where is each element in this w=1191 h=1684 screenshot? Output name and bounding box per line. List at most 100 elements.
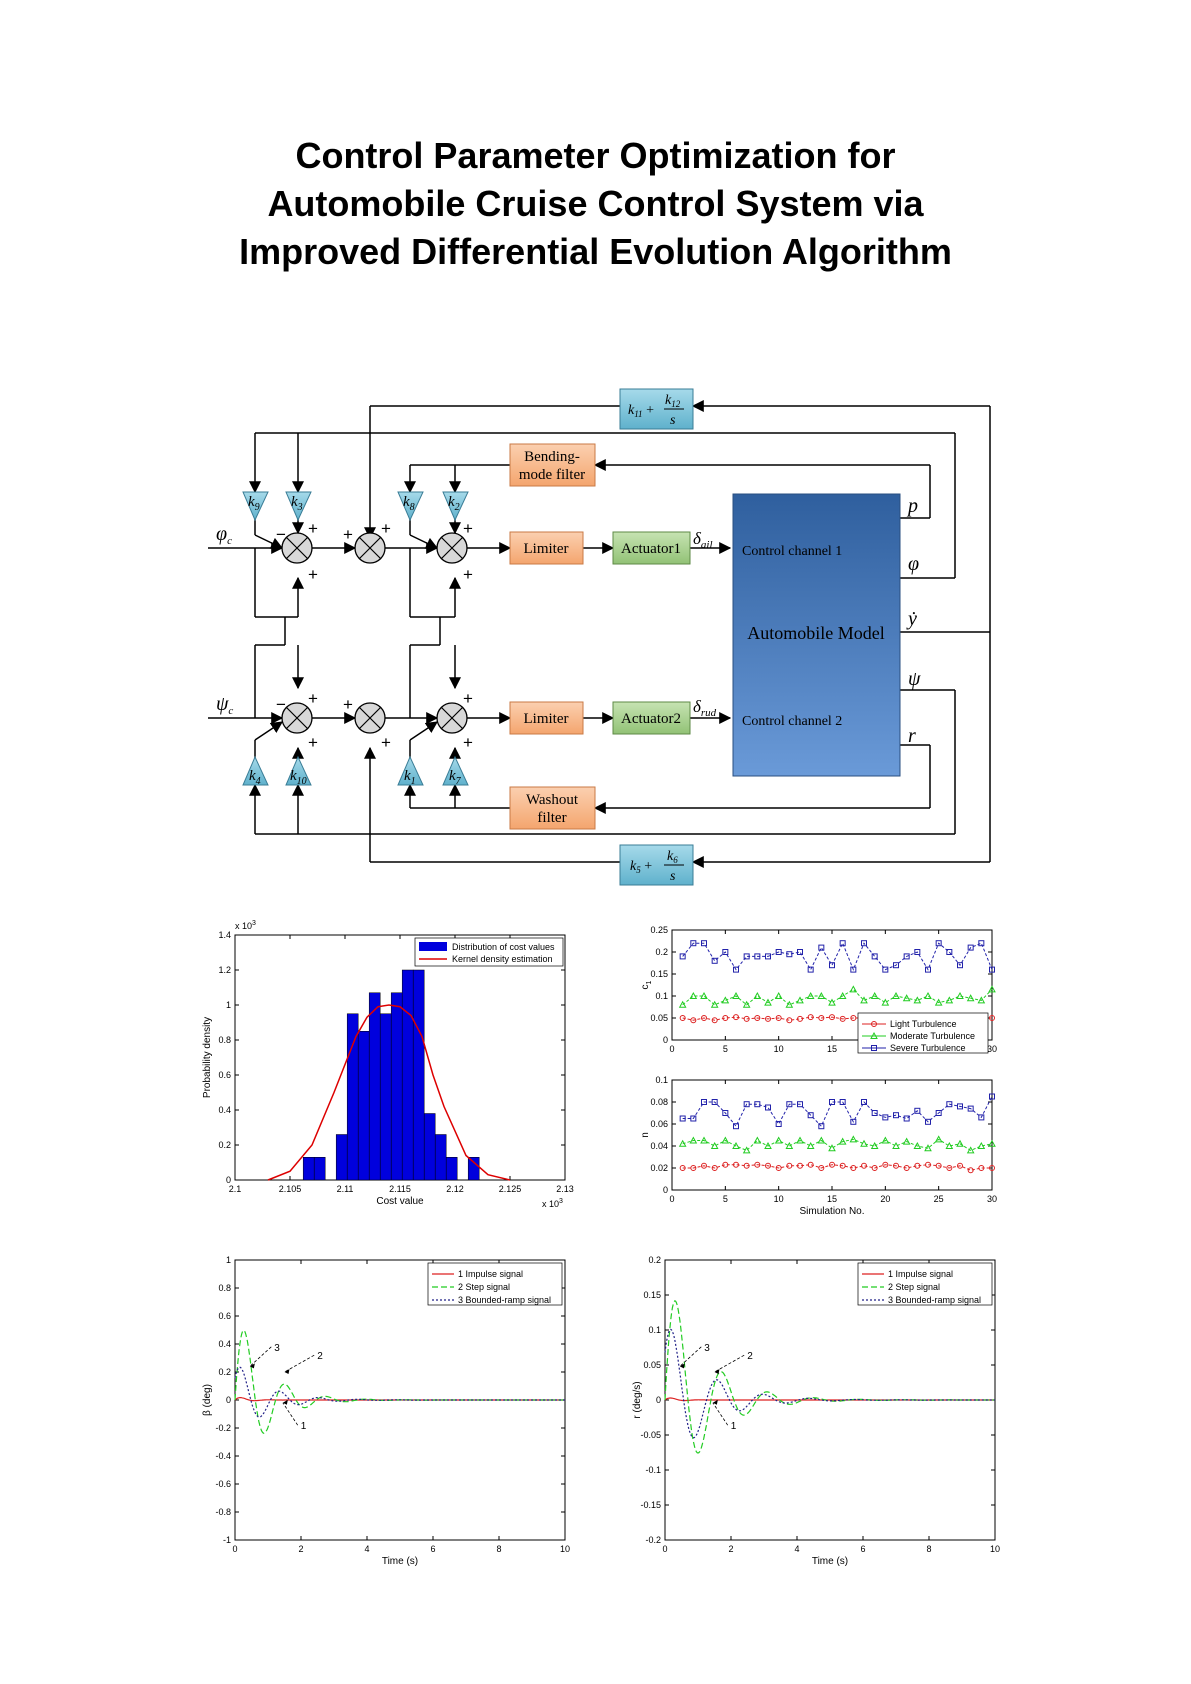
y-tick-label: 0.1 xyxy=(655,1075,668,1085)
annotation-arrowhead xyxy=(714,1369,720,1374)
data-point xyxy=(957,962,963,969)
data-point xyxy=(796,1136,804,1144)
data-point xyxy=(946,1165,953,1171)
histogram-bar xyxy=(401,969,414,1181)
data-point xyxy=(829,1161,835,1168)
y-axis-label: β (deg) xyxy=(202,1384,213,1416)
y-tick-label: 0.06 xyxy=(650,1119,668,1129)
histogram-bar xyxy=(434,1134,447,1181)
x-tick-label: 10 xyxy=(990,1544,1000,1554)
y-tick-label: 0.6 xyxy=(218,1070,231,1080)
data-point xyxy=(924,1144,932,1152)
x-axis-label: Cost value xyxy=(376,1196,424,1207)
x-tick-label: 4 xyxy=(364,1544,369,1554)
data-point xyxy=(721,1136,730,1144)
data-point xyxy=(732,1141,740,1149)
gain-label: k7 xyxy=(449,768,462,787)
x-tick-label: 5 xyxy=(723,1044,728,1054)
y-axis-label: Probability density xyxy=(202,1017,213,1098)
data-point xyxy=(903,953,910,960)
histogram-bar xyxy=(390,992,403,1181)
y-tick-label: 0.4 xyxy=(218,1105,231,1115)
title-line-3: Improved Differential Evolution Algorith… xyxy=(239,231,952,272)
x-axis-label: Simulation No. xyxy=(799,1206,864,1217)
data-point xyxy=(828,1144,836,1152)
legend-label: Distribution of cost values xyxy=(452,942,555,952)
svg-text:Limiter: Limiter xyxy=(524,711,569,727)
y-tick-label: 0 xyxy=(663,1035,668,1045)
annotation-arrowhead xyxy=(679,1363,685,1369)
sign-plus: + xyxy=(343,695,353,714)
x-multiplier: x 103 xyxy=(542,1198,563,1209)
data-point xyxy=(807,1161,814,1168)
data-point xyxy=(775,949,782,955)
delta-rud: δrud xyxy=(693,697,717,719)
data-point xyxy=(913,996,922,1004)
data-point xyxy=(925,966,931,973)
data-point xyxy=(690,1115,697,1122)
annotation-arrowhead xyxy=(712,1399,718,1405)
data-point xyxy=(797,949,803,955)
data-point xyxy=(989,1093,995,1100)
x-tick-label: 2.11 xyxy=(337,1184,354,1194)
data-point xyxy=(978,1165,985,1171)
x-tick-label: 8 xyxy=(926,1544,931,1554)
data-point xyxy=(733,1014,739,1021)
gain-block xyxy=(397,491,424,522)
sign-minus: − xyxy=(276,695,286,714)
y-tick-label: 0.04 xyxy=(650,1141,668,1151)
data-point xyxy=(700,1136,708,1144)
svg-text:Washout: Washout xyxy=(526,792,579,808)
input-psi-c: ψc xyxy=(216,693,233,717)
y-tick-label: 0 xyxy=(656,1395,661,1405)
data-point xyxy=(967,1105,974,1112)
data-point xyxy=(700,991,708,999)
legend-label: Light Turbulence xyxy=(890,1019,957,1029)
gain-block xyxy=(242,491,269,522)
annotation-label: 3 xyxy=(274,1343,280,1354)
annotation-arrow xyxy=(712,1402,729,1426)
limiter-block-2 xyxy=(509,701,584,735)
output-p: p xyxy=(906,495,918,517)
data-point xyxy=(860,1139,868,1147)
data-point xyxy=(966,1146,975,1154)
kde-line xyxy=(267,1004,511,1181)
svg-text:Control channel 2: Control channel 2 xyxy=(742,714,842,729)
data-point xyxy=(743,1162,750,1169)
plot-frame xyxy=(671,1079,993,1191)
annotation-label: 3 xyxy=(704,1343,710,1354)
y-tick-label: 0 xyxy=(226,1175,231,1185)
data-point xyxy=(870,1141,879,1149)
histogram-bar xyxy=(357,1031,370,1181)
data-point xyxy=(775,1121,782,1127)
annotation-arrowhead xyxy=(282,1399,288,1405)
data-point xyxy=(807,1112,814,1119)
y-tick-label: -0.2 xyxy=(645,1535,661,1545)
data-point xyxy=(882,1114,889,1121)
data-point xyxy=(690,940,697,947)
data-point xyxy=(701,1015,707,1021)
data-point xyxy=(902,994,911,1002)
y-tick-label: 0.15 xyxy=(643,1290,661,1300)
y-tick-label: -0.2 xyxy=(215,1423,231,1433)
histogram-bar xyxy=(412,969,425,1181)
data-point xyxy=(978,1114,985,1121)
data-point xyxy=(924,991,932,999)
data-point xyxy=(838,991,847,999)
data-point xyxy=(829,1014,835,1021)
data-point xyxy=(775,1015,782,1021)
data-point xyxy=(732,991,740,999)
data-point xyxy=(989,1165,995,1171)
y-multiplier: x 103 xyxy=(235,920,256,931)
data-point xyxy=(838,1137,847,1145)
y-tick-label: -0.8 xyxy=(215,1507,231,1517)
data-point xyxy=(935,1162,942,1169)
output-psi: ψ xyxy=(908,668,921,690)
data-point xyxy=(689,991,698,999)
gain-block xyxy=(242,755,269,786)
sign-plus: + xyxy=(381,733,391,752)
sign-plus: + xyxy=(381,519,391,538)
data-point xyxy=(871,1110,878,1116)
data-point xyxy=(829,1099,835,1105)
